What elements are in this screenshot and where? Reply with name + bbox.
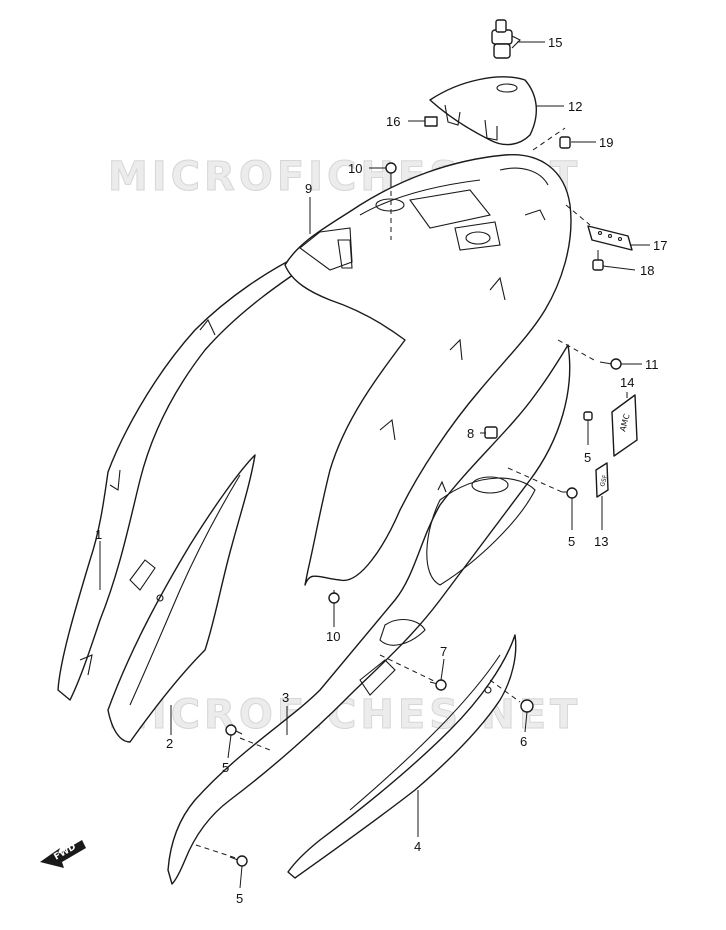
callout-6: 6	[520, 734, 527, 749]
part-17-bracket	[587, 225, 633, 251]
callout-19: 19	[599, 135, 613, 150]
callout-10-bottom: 10	[326, 629, 340, 644]
callout-13: 13	[594, 534, 608, 549]
part-7-screw	[429, 679, 447, 691]
part-1-frame-cover-left	[57, 254, 313, 701]
callout-7: 7	[440, 644, 447, 659]
callout-9: 9	[305, 181, 312, 196]
callout-8: 8	[467, 426, 474, 441]
part-4-lower-cover	[287, 634, 517, 879]
callout-12: 12	[568, 99, 582, 114]
callout-17: 17	[653, 238, 667, 253]
part-6-screw	[520, 699, 534, 713]
callout-16: 16	[386, 114, 400, 129]
part-14-emblem: AMC	[611, 394, 638, 457]
callout-5-bottom: 5	[236, 891, 243, 906]
callout-4: 4	[414, 839, 421, 854]
part-18-screw	[592, 250, 604, 271]
callout-10-top: 10	[348, 161, 362, 176]
callout-5-left: 5	[222, 760, 229, 775]
part-2-side-panel-left	[107, 454, 256, 743]
part-8-nut	[484, 426, 498, 439]
callout-15: 15	[548, 35, 562, 50]
part-19-nut	[559, 136, 571, 149]
part-16-clip	[424, 116, 438, 127]
emblem-small-text: GSF	[599, 474, 609, 488]
callout-18: 18	[640, 263, 654, 278]
callout-3: 3	[282, 690, 289, 705]
callout-5-right-mid: 5	[568, 534, 575, 549]
callout-1: 1	[95, 527, 102, 542]
part-5-screw-d	[229, 855, 248, 867]
part-10-screw-bottom	[328, 590, 340, 604]
part-15-seat-lock	[491, 19, 521, 59]
part-13-emblem-small: GSF	[595, 462, 609, 498]
part-9-rear-frame-cover	[284, 153, 572, 586]
part-12-tail-cowl	[429, 76, 537, 146]
part-5-screw-a	[583, 411, 593, 421]
fwd-arrow-icon: FWD	[40, 840, 86, 868]
callout-2: 2	[166, 736, 173, 751]
callout-5-right-top: 5	[584, 450, 591, 465]
part-11-screw	[599, 358, 622, 370]
callout-14: 14	[620, 375, 634, 390]
callout-11: 11	[645, 357, 659, 372]
part-5-screw-b	[562, 487, 578, 499]
